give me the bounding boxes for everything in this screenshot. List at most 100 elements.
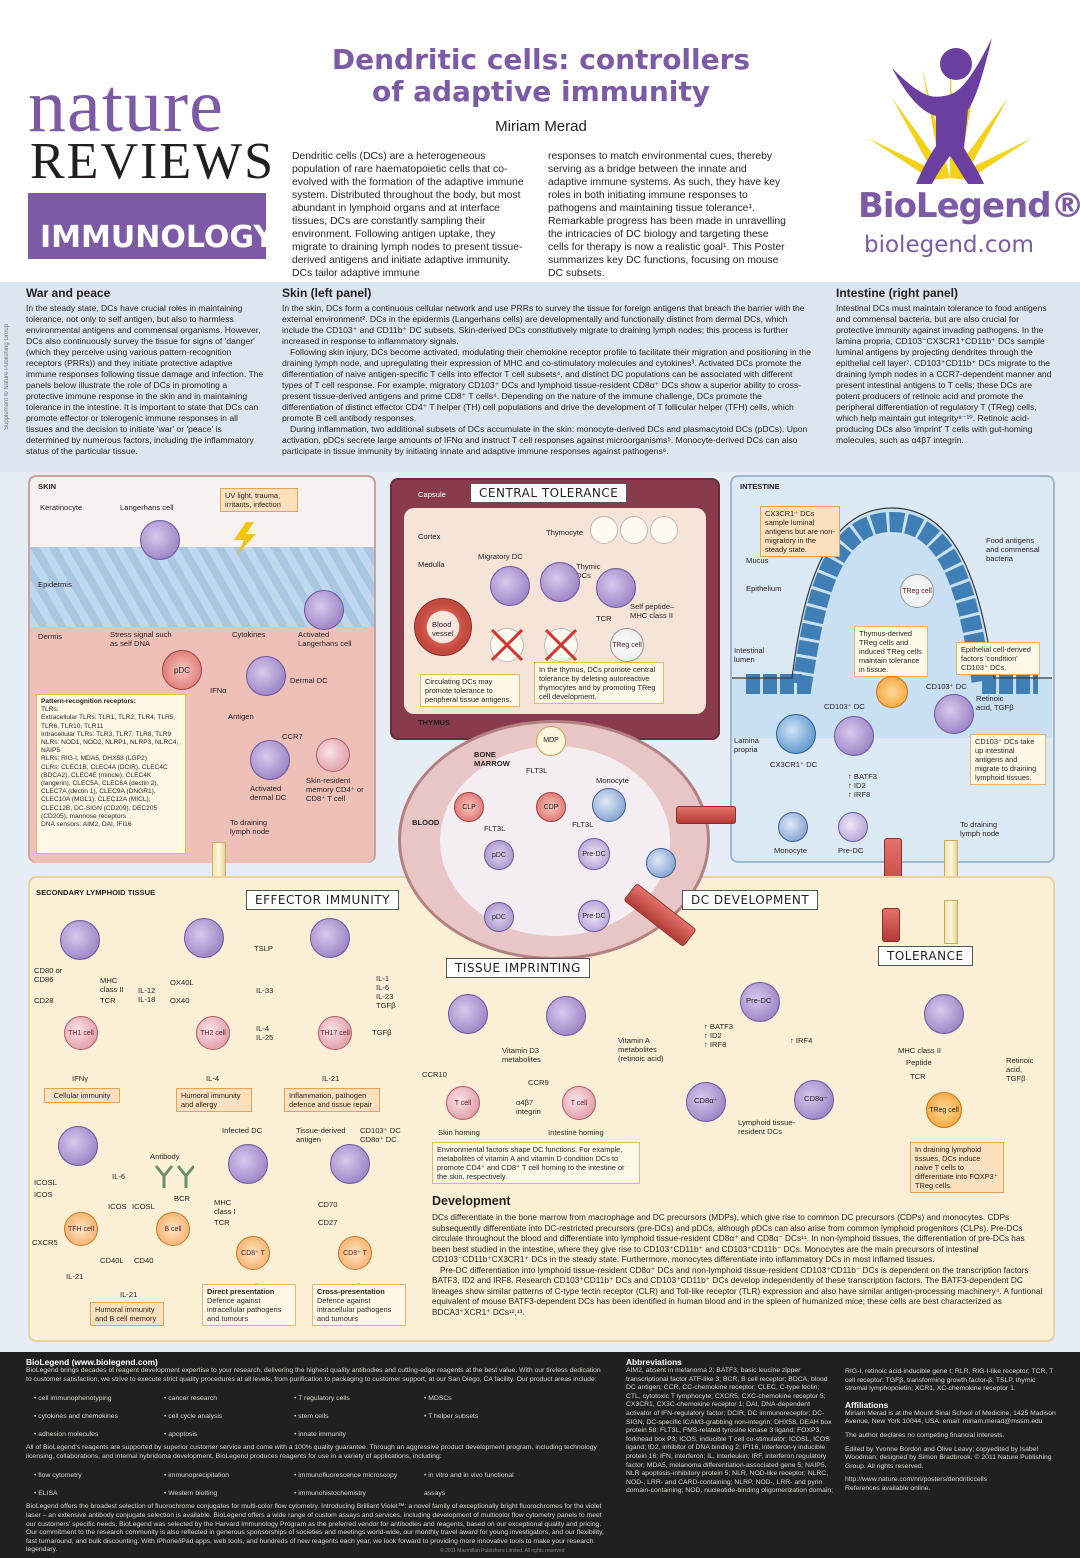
footer-bullet: • in vitro and in vivo functional (424, 1472, 514, 1480)
cd8a-neg-dc (794, 1080, 834, 1120)
footer-bullet: • immunoprecipitation (164, 1472, 230, 1480)
antibody-label: Antibody (150, 1152, 180, 1161)
bcr-label: BCR (174, 1194, 191, 1203)
skin-surface (30, 477, 374, 547)
pdc-cell: pDC (162, 650, 202, 690)
deletion-cross-icon (490, 628, 578, 662)
intestinal-lumen-label: Intestinal lumen (734, 646, 765, 664)
footer-bullet: • MDSCs (424, 1395, 452, 1403)
icosl-label-2: ICOSL (132, 1202, 155, 1211)
keratinocyte-label: Keratinocyte (40, 503, 83, 512)
activated-lc-label: Activated Langerhans cell (298, 630, 352, 648)
antigen-label: Antigen (228, 712, 254, 721)
th1-cell: TH1 cell (64, 1016, 98, 1050)
cross-presentation-note: Cross-presentation Defence against intra… (312, 1284, 406, 1326)
intestine-body: Intestinal DCs must maintain tolerance t… (836, 303, 1052, 445)
reviews-logo-word: REVIEWS (30, 133, 276, 190)
cd103-cd8-label: CD103⁺ DC CD8α⁺ DC (360, 1126, 401, 1144)
affiliations-heading: Affiliations (845, 1399, 889, 1410)
development-paragraph-1: DCs differentiate in the bone marrow fro… (432, 1212, 1025, 1264)
poster-title: Dendritic cells: controllers of adaptive… (290, 44, 792, 108)
ccr7-label: CCR7 (282, 732, 303, 741)
icosl-label-1: ICOSL (34, 1178, 57, 1187)
cellular-immunity-note: Cellular immunity (44, 1088, 120, 1103)
humoral-memory-note: Humoral immunity and B cell memory (90, 1302, 164, 1326)
bm-pdc-cell: pDC (484, 840, 514, 870)
tolerance-blood-vessel (882, 908, 900, 942)
footer-bullet: • immunohistochemistry (294, 1490, 366, 1498)
blood-pre-dc-label: Pre-DC (582, 913, 606, 920)
tolerance-dc (924, 994, 964, 1034)
editor-credits: Edited by Yvonne Bordon and Olive Leavy;… (845, 1445, 1052, 1470)
intestine-to-lymph-label: To draining lymph node (960, 820, 1000, 838)
poster-author: Miriam Merad (495, 118, 587, 135)
skin-homing-t-cell: T cell (446, 1086, 480, 1120)
cx3cr1-dc-cell (776, 714, 816, 754)
blood-vessel-label: Blood vessel (432, 620, 454, 638)
il21-label-3: IL-21 (120, 1290, 138, 1299)
clp-cell: CLP (454, 792, 484, 822)
bm-monocyte-cell (592, 788, 626, 822)
biolegend-footer-heading: BioLegend (www.biolegend.com) (26, 1357, 158, 1367)
irf4-label: ↑ IRF4 (790, 1036, 813, 1045)
prr-line: Intracellular TLRs: TLR3, TLR7, TLR8, TL… (41, 730, 172, 738)
stress-signal-label: Stress signal such as self DNA (110, 630, 172, 648)
footer-bullet: • immunofluorescence microscopy (294, 1472, 398, 1480)
nature-logo-word: nature (28, 64, 224, 148)
prr-list: TLRs:Extracellular TLRs: TLR1, TLR2, TLR… (41, 706, 181, 829)
lymphatic-vessel-skin (212, 842, 226, 878)
cytokines-label: Cytokines (232, 630, 266, 639)
footer-bullet: • T helper subsets (424, 1413, 479, 1421)
intro-column-1: Dendritic cells (DCs) are a heterogeneou… (292, 151, 524, 279)
cd8-t-cell-2: CD8⁺ T cell (338, 1236, 372, 1291)
thymic-dc-cell-2 (596, 568, 636, 608)
references-note: References available online. (845, 1484, 931, 1492)
poster-url[interactable]: http://www.nature.com/nri/posters/dendri… (845, 1476, 988, 1484)
war-heading: War and peace (26, 286, 111, 300)
epidermis-label: Epidermis (38, 580, 72, 589)
lightning-icon (234, 522, 256, 556)
th2-cell: TH2 cell (196, 1016, 230, 1050)
cross-presenting-dc (330, 1144, 370, 1184)
intestinal-villus-icon (732, 507, 1052, 738)
abbreviations-text-2: RIG-I, retinoic acid-inducible gene I; R… (845, 1368, 1054, 1393)
footer-bullet: • cell cycle analysis (164, 1413, 223, 1421)
skin-imprint-dc (448, 994, 488, 1034)
intestine-monocyte-cell (778, 812, 808, 842)
gut-imprint-dc (546, 996, 586, 1036)
tolerance-treg-cell: TReg cell (926, 1092, 962, 1128)
cx3cr1-note: CX3CR1⁺ DCs sample luminal antigens but … (760, 506, 840, 557)
blood-vessel (414, 598, 472, 656)
bm-pdc-label: pDC (491, 852, 506, 859)
prr-box: Pattern-recognition receptors: TLRs:Extr… (36, 694, 186, 854)
skin-homing-label: Skin homing (438, 1128, 480, 1137)
thymic-dcs-label: Thymic DCs (576, 562, 601, 580)
tgfb-label: TGFβ (372, 1028, 392, 1037)
dermal-dc-label: Dermal DC (290, 676, 328, 685)
affiliations-text: Miriam Merad is at the Mount Sinai Schoo… (845, 1409, 1056, 1426)
humoral-allergy-note: Humoral immunity and allergy (176, 1088, 252, 1112)
applications-list: • flow cytometry• immunoprecipitation• i… (34, 1464, 608, 1500)
footer-bullet: • innate immunity (294, 1431, 346, 1439)
intestine-heading: Intestine (right panel) (836, 286, 959, 300)
intestine-monocyte-label: Monocyte (774, 846, 807, 855)
blood-vessel-bm-right (676, 806, 736, 824)
biolegend-wordmark: BioLegend® (858, 186, 1080, 226)
direct-presentation-note: Direct presentation Defence against intr… (202, 1284, 296, 1326)
skin-panel-label: SKIN (38, 482, 57, 491)
ccr10-label: CCR10 (422, 1070, 447, 1079)
cd8-t-cell-1: CD8⁺ T cell (236, 1236, 270, 1291)
th1-label: TH1 cell (68, 1030, 94, 1037)
mdp-cell: MDP (536, 726, 566, 756)
cdp-cell: CDP (536, 792, 566, 822)
epithelium-label: Epithelium (746, 584, 782, 593)
vitamin-d3-label: Vitamin D3 metabolites (502, 1046, 541, 1064)
biolegend-footer: BioLegend (www.biolegend.com) BioLegend … (26, 1357, 608, 1555)
cross-sub: Defence against intracellular pathogens … (317, 1296, 392, 1323)
biolegend-footer-p1: BioLegend brings decades of reagent deve… (26, 1367, 601, 1383)
biolegend-footer-p2: All of BioLegend's reagents are supporte… (26, 1444, 597, 1460)
skin-section: Skin (left panel) In the skin, DCs form … (282, 286, 814, 457)
tfh-label: TFH cell (67, 1226, 95, 1233)
bone-marrow-label: BONE MARROW (474, 750, 510, 768)
tissue-derived-label: Tissue-derived antigen (296, 1126, 346, 1144)
